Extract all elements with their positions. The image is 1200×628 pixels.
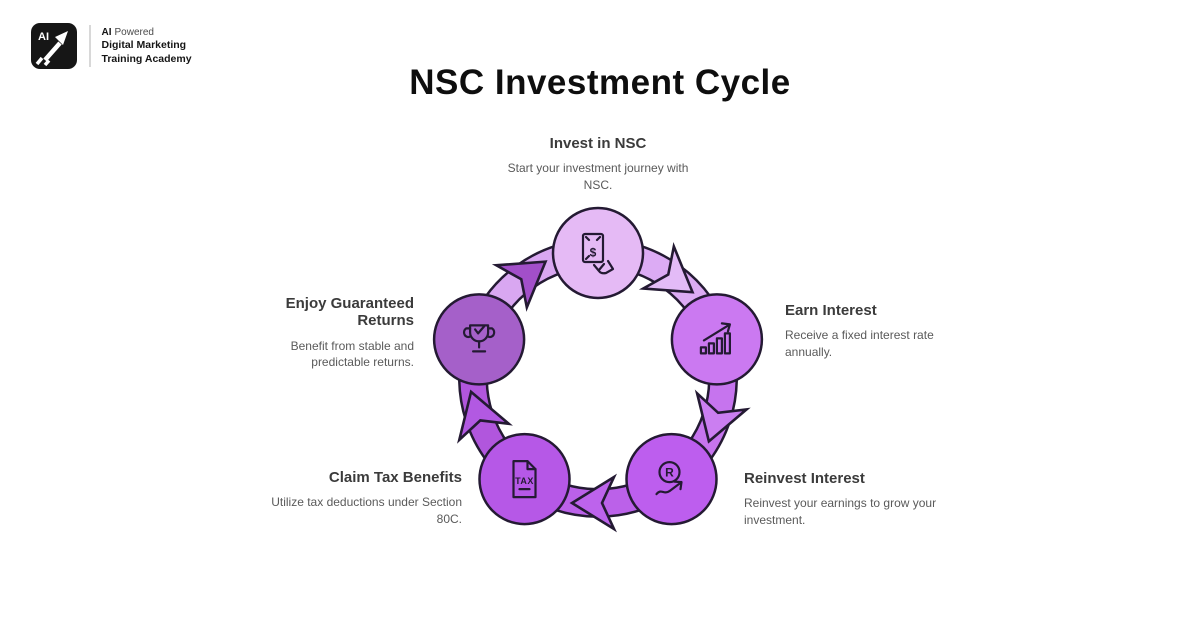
step-description: Receive a fixed interest rate annually. [785, 328, 934, 360]
logo-divider [89, 25, 91, 67]
brand-tagline-rest: Powered [114, 26, 154, 38]
ring-arrowheads [457, 241, 751, 533]
step-heading: Reinvest Interest [744, 470, 865, 487]
logo-arrowhead [55, 31, 68, 45]
reinvest-arrow-icon: R [655, 461, 683, 496]
step-circle-invest [551, 206, 645, 300]
step-circle-earn [670, 293, 764, 386]
ring-band-3 [517, 468, 679, 516]
step-circle-reinvest [625, 432, 718, 526]
reinvest-icon-glyph: R [665, 465, 674, 479]
step-heading: Earn Interest [785, 302, 877, 319]
step-label-invest: Invest in NSC Start your investment jour… [498, 135, 698, 194]
step-heading: Claim Tax Benefits [328, 469, 462, 486]
growth-chart-icon [699, 322, 732, 355]
ring-band-1 [597, 240, 729, 344]
step-description: Reinvest your earnings to grow your inve… [744, 496, 937, 528]
step-circle-enjoy [432, 293, 526, 386]
step-circles [432, 206, 764, 526]
brand-line2: Digital Marketing [101, 39, 187, 52]
arrowhead-reinvest-to-claim [569, 473, 617, 533]
money-icon-glyph: $ [590, 246, 597, 260]
ring-band-4 [460, 335, 533, 490]
arrowhead-claim-to-enjoy [457, 389, 513, 444]
step-heading: Enjoy Guaranteed Returns [285, 295, 414, 330]
step-label-enjoy: Enjoy Guaranteed Returns Benefit from st… [264, 295, 414, 371]
step-description: Start your investment journey with NSC. [507, 161, 689, 193]
step-heading: Invest in NSC [549, 135, 647, 152]
brand-tagline-bold: AI [101, 26, 112, 38]
brand-line3: Training Academy [101, 52, 192, 65]
money-hand-icon: $ [581, 232, 615, 275]
step-circle-claim [478, 432, 571, 526]
logo-badge-text: AI [38, 31, 49, 43]
arrowhead-earn-to-reinvest [694, 389, 751, 444]
ring-band-2 [663, 335, 736, 490]
arrowhead-enjoy-to-invest [491, 260, 548, 312]
ring-band-outlines [458, 238, 738, 518]
step-description: Benefit from stable and predictable retu… [290, 338, 414, 370]
ring-bands [460, 240, 736, 516]
ring-band-5 [467, 240, 599, 344]
step-label-earn: Earn Interest Receive a fixed interest r… [785, 302, 960, 361]
step-label-claim: Claim Tax Benefits Utilize tax deduction… [267, 469, 462, 528]
page-title: NSC Investment Cycle [409, 63, 791, 102]
step-description: Utilize tax deductions under Section 80C… [271, 495, 462, 527]
step-label-reinvest: Reinvest Interest Reinvest your earnings… [744, 470, 939, 529]
trophy-check-icon [462, 324, 496, 353]
ai-arrow-logo-icon: AI [31, 23, 77, 69]
arrowhead-invest-to-earn [638, 241, 695, 294]
tax-document-icon: TAX [512, 460, 537, 499]
tax-icon-glyph: TAX [515, 476, 534, 486]
